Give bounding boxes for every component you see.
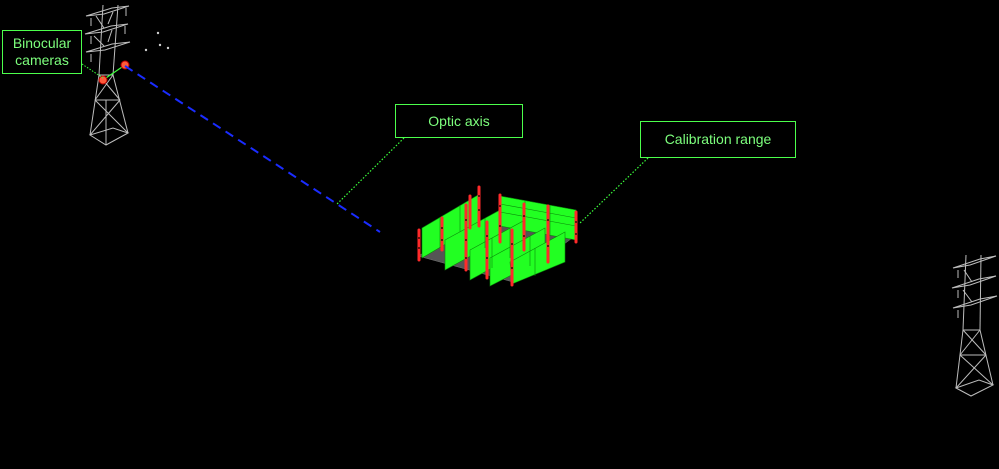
cameras-leader-line <box>81 63 104 79</box>
binocular-cameras-label-line1: Binocular <box>12 35 72 51</box>
calibration-range-label: Calibration range <box>640 121 796 158</box>
binocular-cameras-label: Binocular cameras <box>2 30 82 74</box>
transmission-tower-icon <box>951 254 998 397</box>
calibration-range-label-text: Calibration range <box>664 131 772 147</box>
optic-axis-label-text: Optic axis <box>428 112 490 129</box>
tower-markers <box>144 31 170 52</box>
calibration-field <box>417 185 578 287</box>
optic-axis-line <box>124 65 381 233</box>
optic-axis-leader-line <box>335 137 405 206</box>
transmission-tower-icon <box>84 4 131 146</box>
binocular-cameras-label-line2: cameras <box>15 52 69 68</box>
optic-axis-label: Optic axis <box>395 104 523 138</box>
calibration-leader-line <box>579 157 649 224</box>
